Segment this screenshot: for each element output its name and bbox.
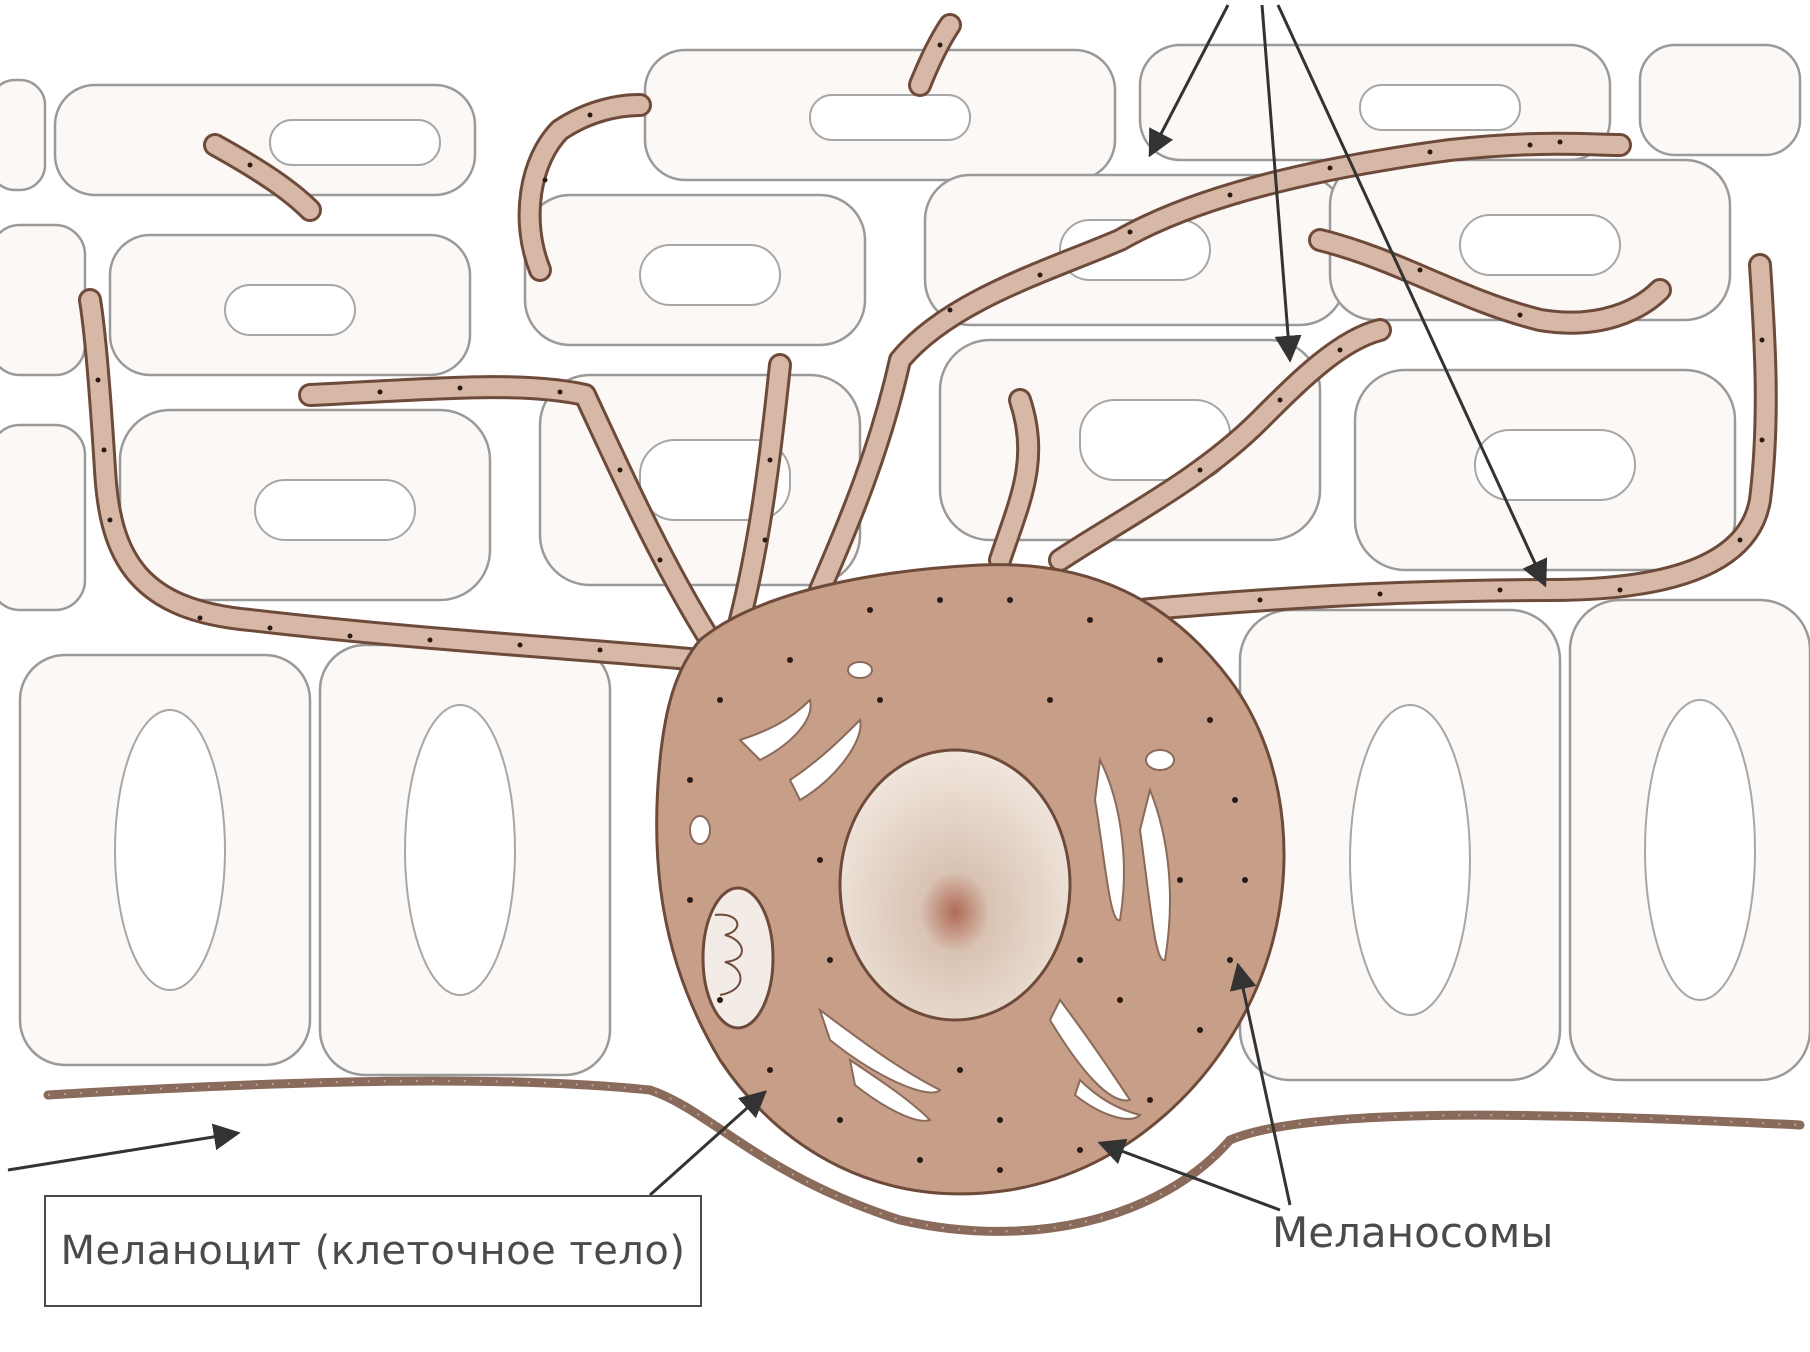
keratinocyte-cell bbox=[0, 225, 85, 375]
melanocyte-nucleus bbox=[840, 750, 1070, 1020]
melanocyte-label: Меланоцит (клеточное тело) bbox=[61, 1228, 686, 1274]
melanosomes-label: Меланосомы bbox=[1272, 1208, 1553, 1257]
arrow-line bbox=[1100, 1143, 1280, 1210]
arrow-line bbox=[8, 1133, 238, 1170]
keratinocyte-cell bbox=[1640, 45, 1800, 155]
melanocyte-label-box: Меланоцит (клеточное тело) bbox=[44, 1195, 702, 1307]
mitochondrion bbox=[703, 888, 773, 1028]
keratinocyte-cell bbox=[0, 425, 85, 610]
keratinocyte-cell bbox=[0, 80, 45, 190]
